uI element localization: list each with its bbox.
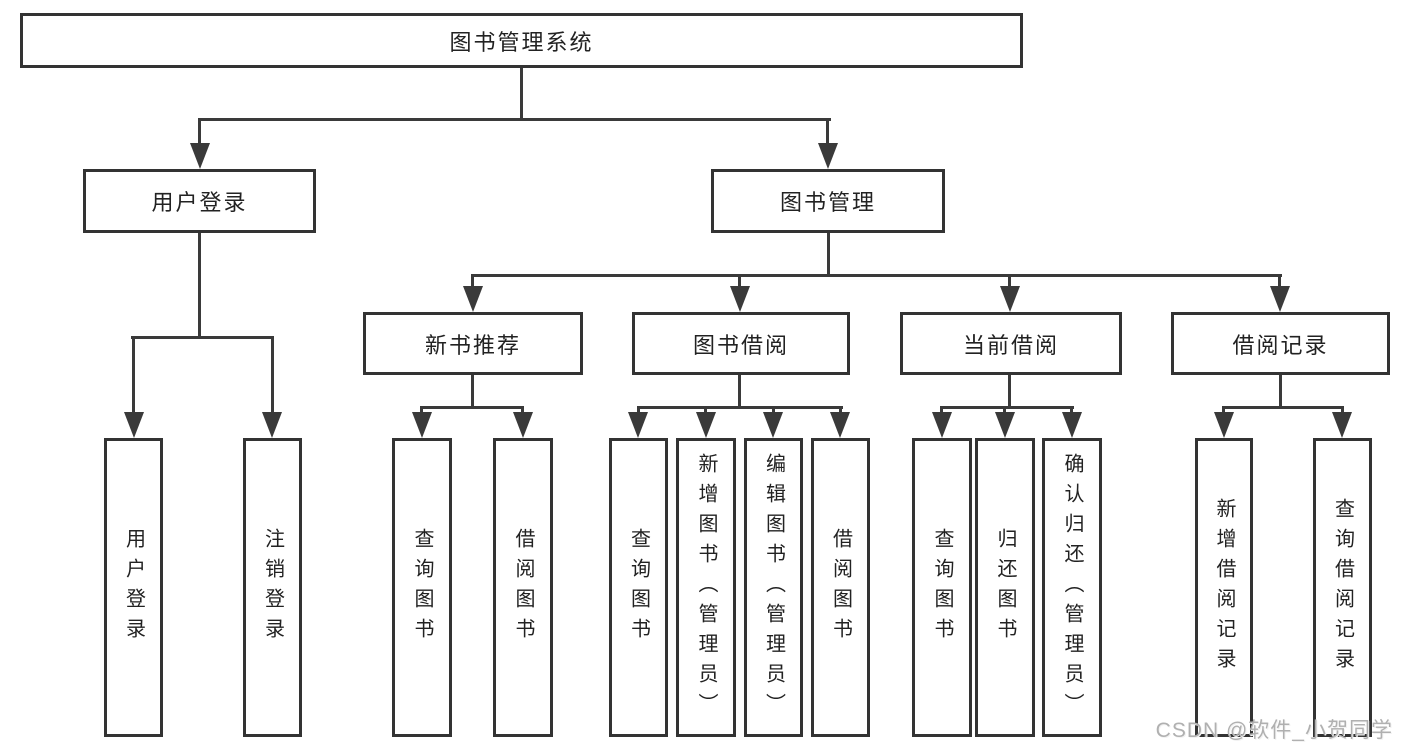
csdn-watermark: CSDN @软件_小贺同学	[1155, 719, 1393, 742]
down-arrowhead-icon	[1214, 412, 1234, 438]
node-book-management: 图书管理	[711, 169, 945, 233]
connector-book-borrow-branch	[637, 406, 843, 409]
down-arrowhead-icon	[1062, 412, 1082, 438]
node-new-book-recommendation: 新书推荐	[363, 312, 583, 375]
leaf-confirm-return-admin: 确认归还（管理员）	[1042, 438, 1102, 737]
leaf-add-books-admin: 新增图书（管理员）	[676, 438, 736, 737]
connector-new-book-stem	[471, 375, 474, 409]
leaf-query-books-recommend: 查询图书	[392, 438, 452, 737]
connector-current-borrow-branch	[940, 406, 1074, 409]
down-arrowhead-icon	[932, 412, 952, 438]
down-arrowhead-icon	[190, 143, 210, 169]
leaf-logout: 注销登录	[243, 438, 302, 737]
down-arrowhead-icon	[124, 412, 144, 438]
connector-drop	[637, 406, 640, 416]
leaf-add-borrow-record: 新增借阅记录	[1195, 438, 1253, 737]
connector-to-leaf-user-login	[132, 336, 135, 416]
down-arrowhead-icon	[513, 412, 533, 438]
down-arrowhead-icon	[1000, 286, 1020, 312]
connector-to-book-borrow	[738, 274, 741, 288]
connector-drop	[1003, 406, 1006, 416]
leaf-user-login: 用户登录	[104, 438, 163, 737]
down-arrowhead-icon	[995, 412, 1015, 438]
down-arrowhead-icon	[696, 412, 716, 438]
connector-root-stem	[520, 68, 523, 118]
connector-to-borrow-records	[1278, 274, 1281, 288]
leaf-query-books-borrow: 查询图书	[609, 438, 668, 737]
connector-drop	[839, 406, 842, 416]
connector-borrow-records-stem	[1279, 375, 1282, 409]
down-arrowhead-icon	[730, 286, 750, 312]
connector-drop	[1070, 406, 1073, 416]
node-library-management-system: 图书管理系统	[20, 13, 1023, 68]
connector-drop	[940, 406, 943, 416]
connector-book-management-stem	[827, 233, 830, 277]
node-borrowing-records: 借阅记录	[1171, 312, 1390, 375]
leaf-query-borrow-record: 查询借阅记录	[1313, 438, 1372, 737]
connector-root-branch	[198, 118, 831, 121]
connector-drop	[1341, 406, 1344, 416]
connector-drop	[772, 406, 775, 416]
connector-to-current-borrow	[1008, 274, 1011, 288]
connector-to-leaf-logout	[271, 336, 274, 416]
connector-drop	[420, 406, 423, 416]
connector-current-borrow-stem	[1008, 375, 1011, 409]
down-arrowhead-icon	[1270, 286, 1290, 312]
node-user-login: 用户登录	[83, 169, 316, 233]
connector-drop	[521, 406, 524, 416]
connector-user-login-stem	[198, 233, 201, 336]
connector-borrow-records-branch	[1222, 406, 1344, 409]
down-arrowhead-icon	[818, 143, 838, 169]
node-book-borrowing: 图书借阅	[632, 312, 850, 375]
connector-book-borrow-stem	[738, 375, 741, 409]
connector-to-book-management	[826, 118, 829, 146]
down-arrowhead-icon	[1332, 412, 1352, 438]
connector-to-user-login	[198, 118, 201, 146]
node-current-borrowing: 当前借阅	[900, 312, 1122, 375]
connector-drop	[704, 406, 707, 416]
connector-user-login-branch	[131, 336, 274, 339]
down-arrowhead-icon	[763, 412, 783, 438]
leaf-borrow-books-recommend: 借阅图书	[493, 438, 553, 737]
connector-to-new-book	[471, 274, 474, 288]
connector-new-book-branch	[420, 406, 524, 409]
connector-drop	[1222, 406, 1225, 416]
leaf-return-books: 归还图书	[975, 438, 1035, 737]
leaf-borrow-books: 借阅图书	[811, 438, 870, 737]
leaf-query-books-current: 查询图书	[912, 438, 972, 737]
down-arrowhead-icon	[262, 412, 282, 438]
connector-book-management-branch	[471, 274, 1282, 277]
leaf-edit-books-admin: 编辑图书（管理员）	[744, 438, 803, 737]
down-arrowhead-icon	[463, 286, 483, 312]
down-arrowhead-icon	[628, 412, 648, 438]
down-arrowhead-icon	[412, 412, 432, 438]
down-arrowhead-icon	[830, 412, 850, 438]
